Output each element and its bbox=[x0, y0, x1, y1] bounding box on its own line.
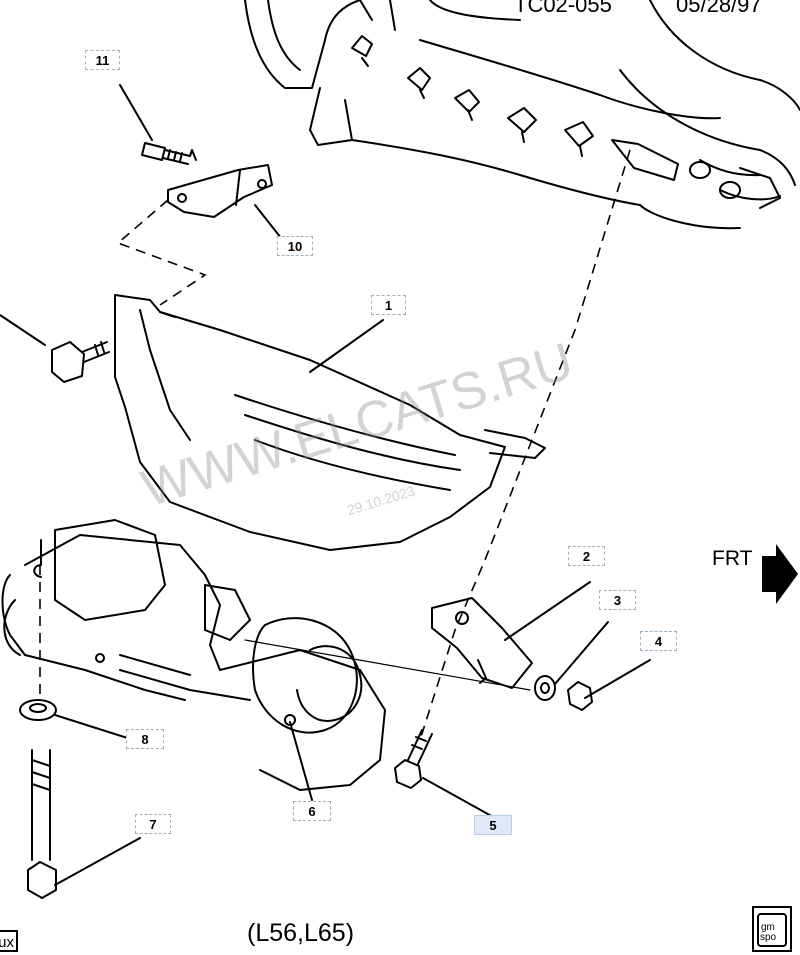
callout-6[interactable]: 6 bbox=[293, 801, 331, 821]
callout-3[interactable]: 3 bbox=[599, 590, 636, 610]
logo-text-gm: gm bbox=[761, 922, 775, 933]
callout-10[interactable]: 10 bbox=[277, 236, 313, 256]
spark-plug-boots bbox=[351, 35, 781, 209]
front-direction-label: FRT bbox=[712, 547, 753, 570]
alignment-dashed-lines bbox=[39, 149, 631, 741]
callout-4[interactable]: 4 bbox=[640, 631, 677, 651]
starter-motor-drawing bbox=[1, 519, 386, 791]
bolt-left-drawing bbox=[0, 314, 110, 383]
nut-4-drawing bbox=[567, 681, 593, 711]
logo-text-spo: spo bbox=[760, 932, 777, 943]
bolt-7-drawing bbox=[27, 539, 57, 899]
bolt-11-drawing bbox=[141, 142, 197, 165]
frt-arrow-icon bbox=[762, 544, 798, 604]
corner-box: ux bbox=[0, 930, 18, 952]
leader-lines bbox=[54, 84, 651, 886]
bracket-10-drawing bbox=[167, 164, 273, 218]
drawing-date: 05/28/97 bbox=[676, 0, 762, 17]
bolt-5-drawing bbox=[394, 729, 433, 789]
callout-1[interactable]: 1 bbox=[371, 295, 406, 315]
callout-8[interactable]: 8 bbox=[126, 729, 164, 749]
callout-11[interactable]: 11 bbox=[85, 50, 120, 70]
callout-5[interactable]: 5 bbox=[474, 815, 512, 835]
washer-3-drawing bbox=[534, 675, 556, 701]
callout-7[interactable]: 7 bbox=[135, 814, 171, 834]
drawing-code: TC02-055 bbox=[514, 0, 612, 17]
bracket-2-drawing bbox=[431, 597, 533, 689]
washer-8-drawing bbox=[19, 699, 57, 721]
gm-spo-logo: gm spo bbox=[752, 906, 792, 952]
callout-2[interactable]: 2 bbox=[568, 546, 605, 566]
engine-config-label: (L56,L65) bbox=[247, 919, 355, 947]
heat-shield-1-drawing bbox=[114, 294, 546, 551]
engine-block-outline bbox=[244, 0, 800, 230]
